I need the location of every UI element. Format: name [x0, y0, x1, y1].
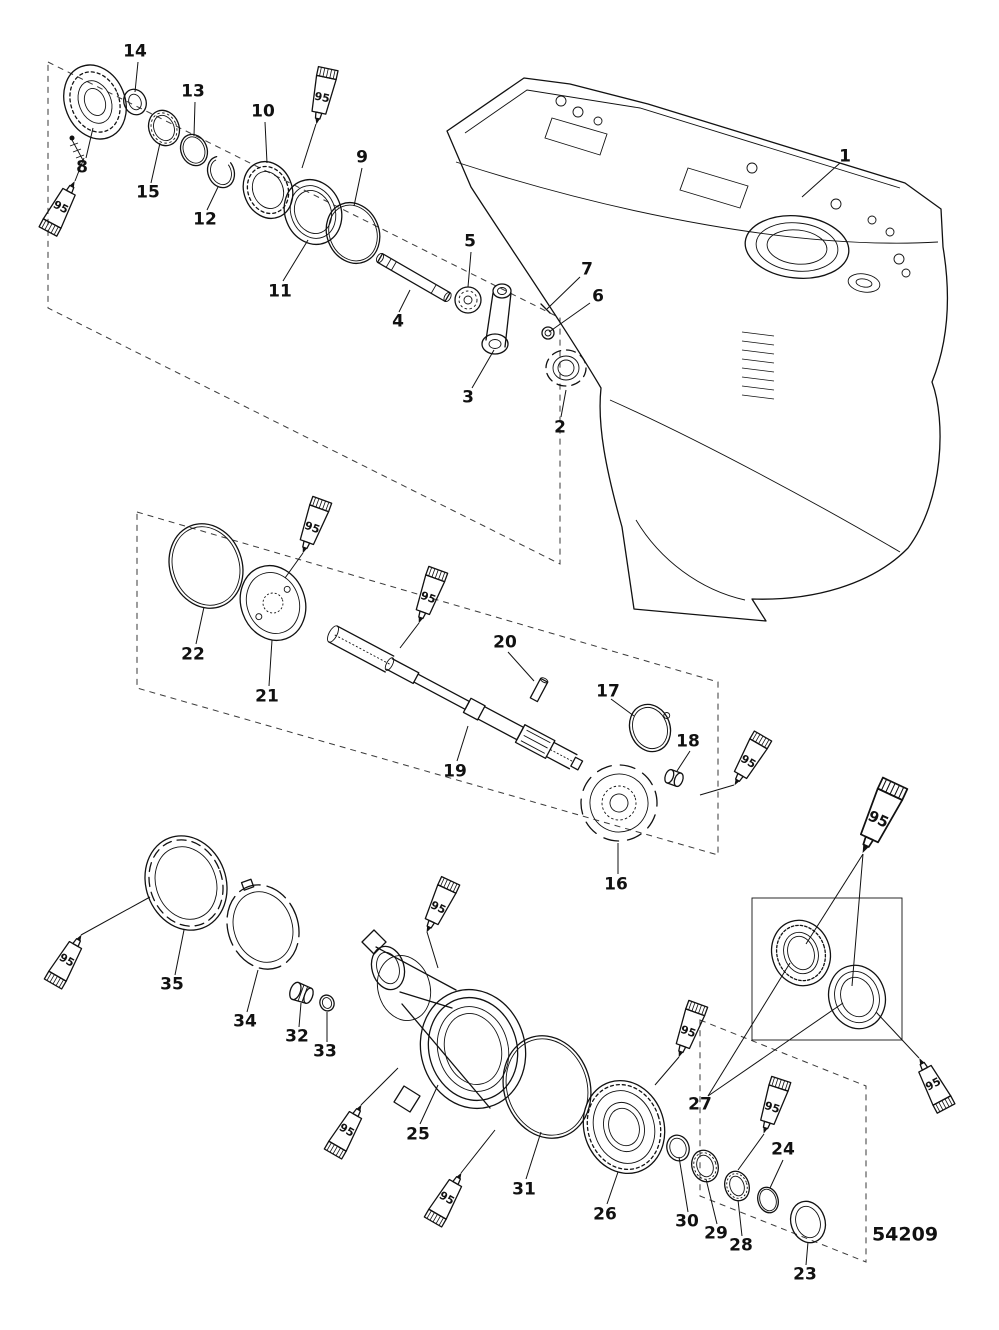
callout-part-35: 35 [160, 974, 184, 995]
callout-part-6: 6 [592, 286, 604, 307]
part-4-shaft [375, 252, 452, 303]
lubricant-tube [423, 1166, 471, 1228]
callout-part-13: 13 [181, 81, 205, 102]
callout-part-19: 19 [443, 761, 467, 782]
callout-part-31: 31 [512, 1179, 536, 1200]
callout-part-20: 20 [493, 632, 517, 653]
part-12-snap-ring [206, 155, 236, 189]
callout-part-3: 3 [462, 387, 474, 408]
lubricant-leader-lines [74, 123, 920, 1174]
callout-part-18: 18 [676, 731, 700, 752]
callout-part-29: 29 [704, 1223, 728, 1244]
callout-part-5: 5 [464, 231, 476, 252]
callout-part-16: 16 [604, 874, 628, 895]
callout-part-33: 33 [313, 1041, 337, 1062]
callout-part-17: 17 [596, 681, 620, 702]
callout-part-21: 21 [255, 686, 279, 707]
lubricant-tube [909, 1052, 956, 1114]
driveshaft-spring [741, 331, 775, 400]
lubricant-tube [38, 175, 85, 237]
lubricant-tube [408, 565, 449, 628]
part-32-plug [289, 981, 314, 1005]
callout-part-32: 32 [285, 1026, 309, 1047]
part-7-pin [540, 303, 551, 314]
callout-part-27: 27 [688, 1094, 712, 1115]
part-24-ring [757, 1186, 779, 1214]
lubricant-tube [292, 495, 333, 558]
callout-part-15: 15 [136, 182, 160, 203]
callout-part-28: 28 [729, 1235, 753, 1256]
part-13-washer [179, 133, 209, 167]
part-26-ball-bearing [582, 1079, 666, 1175]
lubricant-tube [668, 999, 709, 1062]
callout-part-25: 25 [406, 1124, 430, 1145]
part-20-pin [529, 677, 549, 703]
dashed-group-boxes [47, 61, 867, 1263]
callout-part-11: 11 [268, 281, 292, 302]
lubricant-tube [305, 65, 339, 128]
callout-part-30: 30 [675, 1211, 699, 1232]
callout-part-7: 7 [581, 259, 593, 280]
lubricant-tube [323, 1098, 371, 1160]
part-2-bearing-gear [545, 349, 587, 387]
lubricant-tube [416, 875, 461, 938]
part-27-seal-inset [751, 897, 903, 1041]
callout-part-8: 8 [76, 157, 88, 178]
part-8-stud [69, 135, 85, 163]
part-28-ring [724, 1170, 750, 1202]
callout-part-1: 1 [839, 146, 851, 167]
part-35-retainer-ring [144, 835, 228, 931]
callout-part-4: 4 [392, 311, 404, 332]
part-34-tab-washer [226, 878, 300, 970]
drawing-number: 54209 [871, 1223, 939, 1246]
part-15-ring [147, 109, 181, 147]
part-29-ring [691, 1149, 719, 1183]
part-22-o-ring [168, 523, 244, 609]
lubricant-tube [725, 730, 773, 792]
part-25-bearing-carrier-housing [361, 929, 527, 1113]
part-9-o-ring [325, 202, 381, 264]
part-23-spacer-ring [789, 1200, 827, 1244]
callout-part-23: 23 [793, 1264, 817, 1285]
callout-part-9: 9 [356, 147, 368, 168]
part-10-bearing-race [242, 160, 294, 220]
part-8-seal-carrier [63, 64, 127, 140]
part-6-clip [541, 326, 555, 340]
callout-part-2: 2 [554, 417, 566, 438]
callout-part-22: 22 [181, 644, 205, 665]
part-18-roller [664, 768, 684, 788]
part-31-o-ring [502, 1035, 592, 1139]
callout-part-24: 24 [771, 1139, 795, 1160]
part-16-clutch-gear [580, 764, 658, 842]
part-5-roller [454, 286, 482, 314]
callout-part-34: 34 [233, 1011, 257, 1032]
part-3-shift-cam [481, 283, 512, 355]
part-19-propeller-shaft [327, 625, 584, 771]
callout-part-14: 14 [123, 41, 147, 62]
part-1-gear-housing [446, 77, 949, 622]
part-33-o-ring [319, 994, 335, 1012]
callout-part-12: 12 [193, 209, 217, 230]
lubricant-tube [849, 776, 909, 860]
part-30-ring [666, 1134, 690, 1162]
lubricant-tube [43, 928, 91, 990]
part-11-race-ring [283, 179, 343, 245]
lubricant-tube [753, 1075, 792, 1138]
callout-leader-lines [85, 61, 844, 1266]
callout-part-26: 26 [593, 1204, 617, 1225]
part-17-retaining-ring [628, 703, 672, 753]
callout-part-10: 10 [251, 101, 275, 122]
